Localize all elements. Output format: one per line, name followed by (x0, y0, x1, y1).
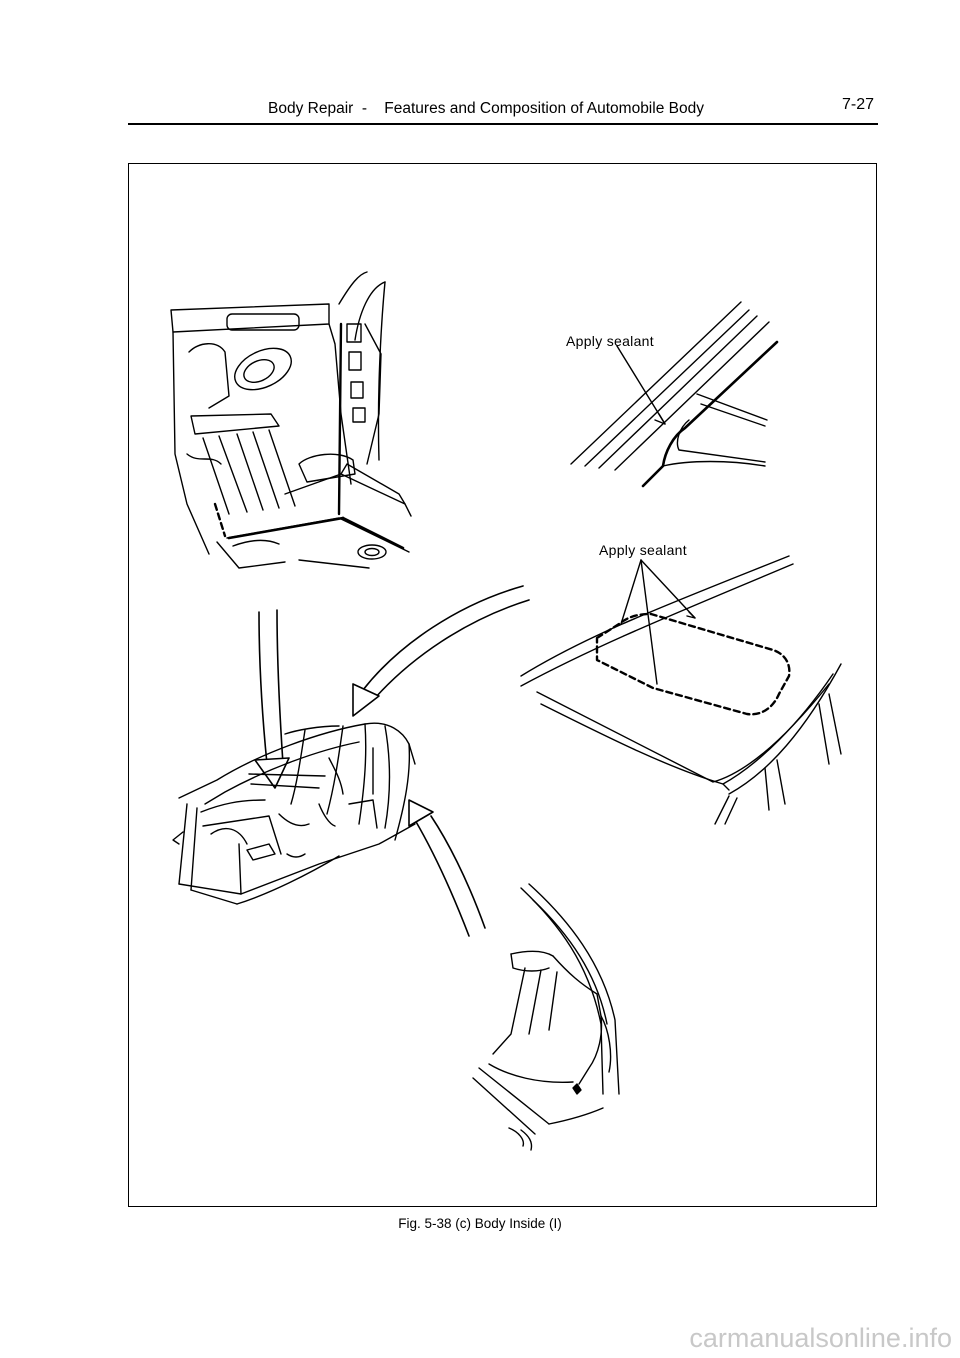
body-in-white-drawing (172, 722, 416, 905)
figure-illustration (170, 271, 842, 1151)
figure-frame: Apply sealant Apply sealant (128, 163, 877, 1207)
rear-wheelhouse-detail-drawing (472, 883, 620, 1151)
figure-caption: Fig. 5-38 (c) Body Inside (I) (398, 1216, 562, 1231)
sealant-callout-roof-rail: Apply sealant (566, 333, 654, 349)
sealant-callout-roof-panel: Apply sealant (599, 542, 687, 558)
header-title: Body Repair - Features and Composition o… (268, 100, 704, 117)
page-header: Body Repair - Features and Composition o… (128, 96, 878, 126)
roof-rail-detail-drawing (570, 301, 779, 488)
watermark: carmanualsonline.info (689, 1323, 952, 1353)
header-rule (128, 123, 878, 125)
page-number: 7-27 (841, 96, 874, 113)
pointer-arrows (254, 585, 530, 937)
roof-panel-detail-drawing (520, 555, 842, 825)
rear-floor-detail-drawing (170, 271, 412, 569)
